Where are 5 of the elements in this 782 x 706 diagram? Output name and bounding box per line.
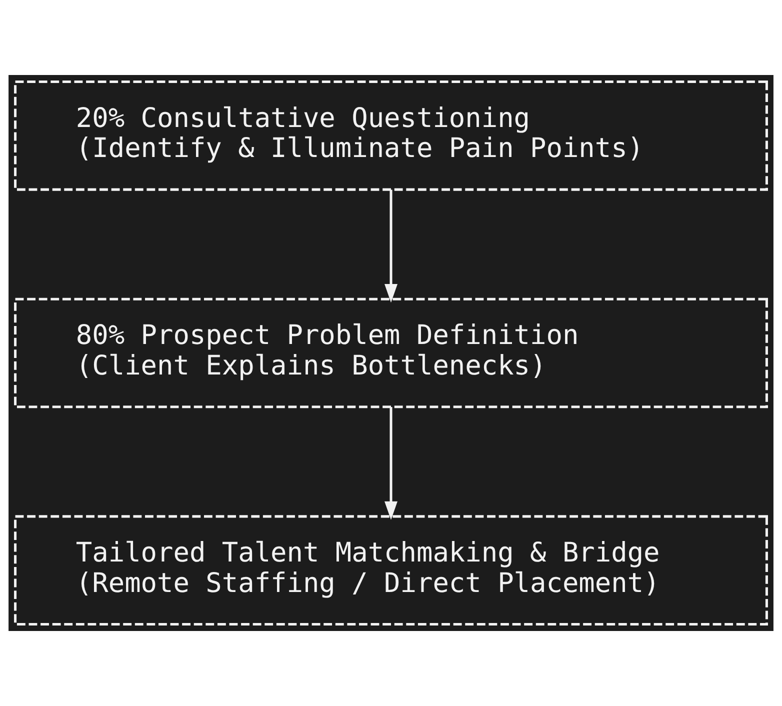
node-box: 20% Consultative Questioning (Identify & Illuminate Pain Points) [14,80,768,191]
node-box: 80% Prospect Problem Definition (Client Explains Bottlenecks) [14,298,768,408]
arrow [384,190,398,303]
node-box: Tailored Talent Matchmaking & Bridge (Remote Staffing / Direct Placement) [14,515,768,626]
arrow [384,407,398,520]
